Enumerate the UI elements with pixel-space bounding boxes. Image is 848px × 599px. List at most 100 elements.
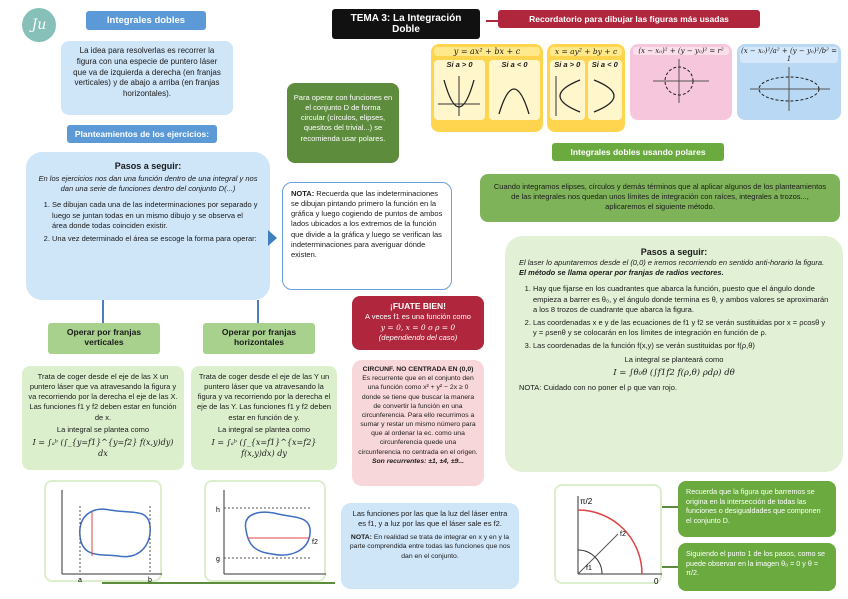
nota-text: Recuerda que las indeterminaciones se di… bbox=[291, 189, 443, 259]
recuerda-text: Recuerda que la figura que barremos se o… bbox=[686, 487, 821, 526]
franjas-horizontales-label: La integral se plantea como bbox=[217, 424, 311, 434]
parabola-up-icon bbox=[438, 76, 480, 116]
polares-item-1: Hay que fijarse en los cuadrantes que ab… bbox=[533, 284, 829, 314]
figura-parabola-y-formula: y = ax² + bx + c bbox=[434, 47, 540, 56]
case-x-pos: Si a > 0 bbox=[550, 60, 585, 120]
arrow-right-icon bbox=[268, 230, 277, 246]
fuate-line3: (dependiendo del caso) bbox=[378, 332, 458, 342]
graph-v-label-a: a bbox=[78, 577, 82, 584]
nota-label: NOTA: bbox=[291, 189, 315, 198]
laser-nota: NOTA: En realidad se trata de integrar e… bbox=[349, 533, 511, 561]
circunf-box: CIRCUNF. NO CENTRADA EN (0,0) Es recurre… bbox=[352, 360, 484, 486]
polar-label-pi2: π/2 bbox=[580, 497, 593, 506]
case-x-neg-label: Si a < 0 bbox=[591, 60, 618, 69]
case-y-pos: Si a > 0 bbox=[434, 60, 485, 120]
franjas-verticales-formula: I = ∫ₐᵇ (∫_{y=f1}^{y=f2} f(x,y)dy) dx bbox=[32, 437, 174, 458]
pasos-list: Se dibujan cada una de las indeterminaci… bbox=[38, 200, 258, 244]
arrow-recuerda bbox=[662, 506, 678, 508]
pasos-item-2: Una vez determinado el área se escoge la… bbox=[52, 234, 258, 244]
figura-parabola-y-cases: Si a > 0 Si a < 0 bbox=[434, 60, 540, 120]
polares-formula: I = ∫θ₀θ (∫f1f2 f(ρ,θ) ρdρ) dθ bbox=[613, 368, 735, 379]
pasos-box: Pasos a seguir: En los ejercicios nos da… bbox=[26, 152, 270, 300]
graph-horizontales: h g f2 bbox=[204, 480, 326, 582]
connector-h bbox=[257, 300, 259, 323]
polares-pasos-sub1: El laser lo apuntaremos desde el (0,0) e… bbox=[519, 258, 825, 268]
fuate-line1: A veces f1 es una función como bbox=[365, 312, 471, 322]
polares-pasos-title: Pasos a seguir: bbox=[640, 247, 708, 257]
polares-intro-text: Cuando integramos elipses, círculos y de… bbox=[493, 182, 827, 212]
intro-text: La idea para resolverlas es recorrer la … bbox=[73, 46, 221, 99]
polar-note-text: Para operar con funciones en el conjunto… bbox=[293, 93, 393, 143]
figura-elipse: (x − x₀)²/a² + (y − y₀)²/b² = 1 bbox=[737, 44, 841, 120]
parabola-right-icon bbox=[555, 76, 581, 116]
pasos-item-1: Se dibujan cada una de las indeterminaci… bbox=[52, 200, 258, 230]
bottom-connector bbox=[102, 582, 335, 584]
figura-circulo: (x − x₀)² + (y − y₀)² = r² bbox=[630, 44, 732, 120]
graph-h-label-g: g bbox=[216, 556, 220, 563]
laser-nota-text: En realidad se trata de integrar en x y … bbox=[349, 534, 511, 560]
case-y-neg: Si a < 0 bbox=[489, 60, 540, 120]
polar-note-box: Para operar con funciones en el conjunto… bbox=[287, 83, 399, 163]
siguiendo-text: Siguiendo el punto 1 de los pasos, como … bbox=[686, 549, 826, 578]
circle-icon bbox=[653, 59, 709, 103]
pasos-subtitle: En los ejercicios nos dan una función de… bbox=[38, 174, 258, 194]
graph-verticales: a b bbox=[44, 480, 162, 584]
polares-item-2: Las coordenadas x e y de las ecuaciones … bbox=[533, 318, 829, 338]
polar-graph-svg: π/2 0 f2 f1 bbox=[577, 496, 662, 586]
figura-parabola-y: y = ax² + bx + c Si a > 0 Si a < 0 bbox=[431, 44, 543, 132]
case-x-neg: Si a < 0 bbox=[587, 60, 622, 120]
intro-box: La idea para resolverlas es recorrer la … bbox=[61, 41, 233, 115]
polares-pasos-box: Pasos a seguir: El laser lo apuntaremos … bbox=[505, 236, 843, 472]
integrales-dobles-header: Integrales dobles bbox=[86, 11, 206, 30]
polar-label-f2: f2 bbox=[620, 531, 626, 538]
polares-item-3: Las coordenadas de la función f(x,y) se … bbox=[533, 341, 829, 351]
polares-intro-box: Cuando integramos elipses, círculos y de… bbox=[480, 174, 840, 222]
fuate-line2: y = 0, x = 0 o ρ = 0 bbox=[380, 322, 456, 332]
recordatorio-header: Recordatorio para dibujar las figuras má… bbox=[498, 10, 760, 28]
logo: Ju bbox=[22, 8, 56, 42]
graph-h-label-f2: f2 bbox=[312, 539, 318, 546]
parabola-left-icon bbox=[593, 79, 614, 113]
franjas-horizontales-header: Operar por franjas horizontales bbox=[203, 323, 315, 354]
polares-header: Integrales dobles usando polares bbox=[552, 143, 724, 161]
case-x-pos-label: Si a > 0 bbox=[554, 60, 581, 69]
figura-parabola-x: x = ay² + by + c Si a > 0 Si a < 0 bbox=[547, 44, 625, 132]
figura-elipse-formula: (x − x₀)²/a² + (y − y₀)²/b² = 1 bbox=[740, 47, 838, 63]
fuate-title: ¡FUATE BIEN! bbox=[389, 301, 447, 311]
recuerda-box: Recuerda que la figura que barremos se o… bbox=[678, 481, 836, 537]
franjas-verticales-header: Operar por franjas verticales bbox=[48, 323, 160, 354]
laser-text: Las funciones por las que la luz del lás… bbox=[352, 509, 508, 529]
polar-graph: π/2 0 f2 f1 bbox=[554, 484, 662, 586]
planteamientos-header: Planteamientos de los ejercicios: bbox=[67, 125, 217, 143]
circunf-text: Es recurrente que en el conjunto den una… bbox=[358, 375, 478, 456]
circunf-recurrentes: Son recurrentes: ±1, ±4, ±9... bbox=[371, 457, 465, 465]
graph-v-label-b: b bbox=[148, 577, 152, 584]
graph-verticales-svg: a b bbox=[61, 490, 162, 584]
figura-circulo-formula: (x − x₀)² + (y − y₀)² = r² bbox=[633, 47, 729, 55]
siguiendo-box: Siguiendo el punto 1 de los pasos, como … bbox=[678, 543, 836, 591]
arrow-siguiendo bbox=[662, 566, 678, 568]
case-y-neg-label: Si a < 0 bbox=[501, 60, 528, 69]
circunf-title: CIRCUNF. NO CENTRADA EN (0,0) bbox=[362, 366, 474, 373]
franjas-verticales-text: Trata de coger desde el eje de las X un … bbox=[28, 372, 178, 422]
nota-box: NOTA: Recuerda que las indeterminaciones… bbox=[282, 182, 452, 290]
franjas-horizontales-formula: I = ∫ₐᵇ (∫_{x=f1}^{x=f2} f(x,y)dx) dy bbox=[211, 437, 317, 458]
franjas-horizontales-text: Trata de coger desde el eje de las Y un … bbox=[197, 372, 331, 422]
laser-box: Las funciones por las que la luz del lás… bbox=[341, 503, 519, 589]
franjas-horizontales-box: Trata de coger desde el eje de las Y un … bbox=[191, 366, 337, 470]
polar-label-f1: f1 bbox=[586, 565, 592, 572]
page-title: TEMA 3: La Integración Doble bbox=[332, 9, 480, 39]
polares-nota: NOTA: Cuidado con no poner el ρ que van … bbox=[519, 382, 677, 392]
graph-h-label-h: h bbox=[216, 507, 220, 514]
polares-pasos-sub2: El método se llama operar por franjas de… bbox=[519, 268, 724, 278]
polares-pasos-list: Hay que fijarse en los cuadrantes que ab… bbox=[519, 284, 829, 351]
franjas-verticales-box: Trata de coger desde el eje de las X un … bbox=[22, 366, 184, 470]
figura-parabola-x-cases: Si a > 0 Si a < 0 bbox=[550, 60, 622, 120]
polar-label-zero: 0 bbox=[654, 577, 659, 586]
connector-v bbox=[102, 300, 104, 323]
parabola-down-icon bbox=[498, 88, 530, 115]
case-y-pos-label: Si a > 0 bbox=[446, 60, 473, 69]
polares-integral-label: La integral se planteará como bbox=[624, 355, 724, 365]
fuate-box: ¡FUATE BIEN! A veces f1 es una función c… bbox=[352, 296, 484, 350]
figura-parabola-x-formula: x = ay² + by + c bbox=[550, 47, 622, 56]
